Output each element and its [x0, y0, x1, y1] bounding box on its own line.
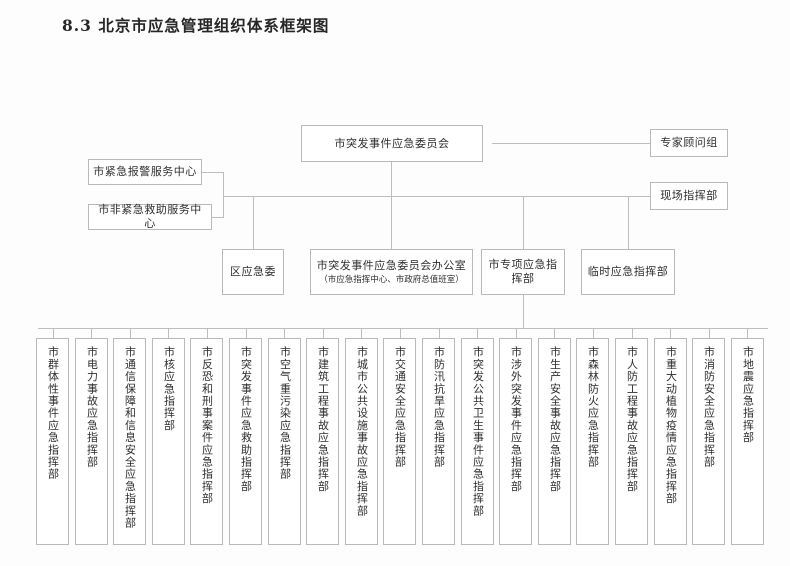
command-label: 市突发公共卫生事件应急指挥部	[471, 346, 485, 517]
node-command-1[interactable]: 市群体性事件应急指挥部	[36, 338, 69, 545]
command-label: 市空气重污染应急指挥部	[278, 346, 292, 481]
command-label: 市地震应急指挥部	[741, 346, 755, 444]
connector-bus-to-command-8	[323, 328, 324, 338]
connector-trunk-to-office	[391, 196, 392, 249]
command-label: 市人防工程事故应急指挥部	[625, 346, 639, 493]
connector-bus-to-command-4	[168, 328, 169, 338]
command-label: 市涉外突发事件应急指挥部	[509, 346, 523, 493]
connector-bus-to-command-10	[400, 328, 401, 338]
node-command-12[interactable]: 市突发公共卫生事件应急指挥部	[461, 338, 494, 545]
node-command-14[interactable]: 市生产安全事故应急指挥部	[538, 338, 571, 545]
connector-special-hq-to-bus	[523, 295, 524, 328]
connector-top-down	[391, 162, 392, 196]
connector-top-to-advisory	[492, 143, 650, 144]
node-command-19[interactable]: 市地震应急指挥部	[731, 338, 764, 545]
connector-bus-to-command-13	[516, 328, 517, 338]
connector-rescue-center-right	[212, 217, 224, 218]
node-command-17[interactable]: 市重大动植物疫情应急指挥部	[654, 338, 687, 545]
connector-bottom-bus-bar	[38, 328, 768, 329]
connector-bus-to-command-16	[632, 328, 633, 338]
connector-trunk-to-temp-hq	[628, 196, 629, 249]
connector-bus-to-command-5	[207, 328, 208, 338]
command-label: 市生产安全事故应急指挥部	[548, 346, 562, 493]
command-label: 市重大动植物疫情应急指挥部	[664, 346, 678, 505]
command-label: 市森林防火应急指挥部	[586, 346, 600, 468]
node-emergency-committee-office[interactable]: 市突发事件应急委员会办公室 （市应急指挥中心、市政府总值班室）	[310, 249, 473, 295]
command-label: 市通信保障和信息安全应急指挥部	[123, 346, 137, 529]
connector-main-trunk	[223, 196, 651, 197]
node-command-4[interactable]: 市核应急指挥部	[152, 338, 185, 545]
command-label: 市电力事故应急指挥部	[85, 346, 99, 468]
connector-bus-to-command-14	[554, 328, 555, 338]
connector-bus-to-command-1	[53, 328, 54, 338]
node-non-emergency-rescue-service-center[interactable]: 市非紧急救助服务中心	[88, 203, 212, 230]
connector-trunk-to-district	[253, 196, 254, 249]
node-emergency-alarm-service-center[interactable]: 市紧急报警服务中心	[88, 159, 202, 185]
connector-bus-to-command-2	[91, 328, 92, 338]
connector-left-bracket	[223, 172, 224, 218]
command-label: 市防汛抗旱应急指挥部	[432, 346, 446, 468]
connector-bus-to-command-11	[439, 328, 440, 338]
office-main-label: 市突发事件应急委员会办公室	[316, 258, 467, 272]
node-command-18[interactable]: 市消防安全应急指挥部	[692, 338, 725, 545]
connector-bus-to-command-3	[130, 328, 131, 338]
connector-bus-to-command-9	[361, 328, 362, 338]
command-label: 市群体性事件应急指挥部	[46, 346, 60, 481]
node-command-9[interactable]: 市城市公共设施事故应急指挥部	[345, 338, 378, 545]
node-special-emergency-command[interactable]: 市专项应急指挥部	[481, 249, 565, 295]
page-title: 8.3 北京市应急管理组织体系框架图	[62, 16, 330, 35]
command-label: 市核应急指挥部	[162, 346, 176, 432]
node-expert-advisory-group[interactable]: 专家顾问组	[650, 129, 728, 157]
command-label: 市消防安全应急指挥部	[702, 346, 716, 468]
node-field-command[interactable]: 现场指挥部	[650, 182, 728, 210]
connector-bus-to-command-17	[670, 328, 671, 338]
node-command-16[interactable]: 市人防工程事故应急指挥部	[615, 338, 648, 545]
node-command-2[interactable]: 市电力事故应急指挥部	[75, 338, 108, 545]
command-label: 市交通安全应急指挥部	[393, 346, 407, 468]
node-command-15[interactable]: 市森林防火应急指挥部	[576, 338, 609, 545]
node-command-5[interactable]: 市反恐和刑事案件应急指挥部	[190, 338, 223, 545]
connector-alarm-center-right	[202, 172, 224, 173]
connector-bus-to-command-6	[246, 328, 247, 338]
node-command-10[interactable]: 市交通安全应急指挥部	[383, 338, 416, 545]
connector-bus-to-command-15	[593, 328, 594, 338]
connector-bus-to-command-7	[284, 328, 285, 338]
node-command-3[interactable]: 市通信保障和信息安全应急指挥部	[113, 338, 146, 545]
connector-trunk-to-special-hq	[523, 196, 524, 249]
node-command-7[interactable]: 市空气重污染应急指挥部	[268, 338, 301, 545]
node-command-11[interactable]: 市防汛抗旱应急指挥部	[422, 338, 455, 545]
node-command-8[interactable]: 市建筑工程事故应急指挥部	[306, 338, 339, 545]
node-municipal-emergency-committee[interactable]: 市突发事件应急委员会	[301, 125, 483, 162]
connector-bus-to-command-19	[747, 328, 748, 338]
connector-bus-to-command-18	[709, 328, 710, 338]
command-label: 市城市公共设施事故应急指挥部	[355, 346, 369, 517]
command-label: 市突发事件应急救助指挥部	[239, 346, 253, 493]
command-label: 市建筑工程事故应急指挥部	[316, 346, 330, 493]
node-command-6[interactable]: 市突发事件应急救助指挥部	[229, 338, 262, 545]
node-command-13[interactable]: 市涉外突发事件应急指挥部	[499, 338, 532, 545]
node-temporary-emergency-command[interactable]: 临时应急指挥部	[581, 249, 675, 295]
office-sub-label: （市应急指挥中心、市政府总值班室）	[319, 274, 464, 285]
node-district-emergency-committee[interactable]: 区应急委	[222, 249, 284, 295]
connector-bus-to-command-12	[477, 328, 478, 338]
command-label: 市反恐和刑事案件应急指挥部	[200, 346, 214, 505]
